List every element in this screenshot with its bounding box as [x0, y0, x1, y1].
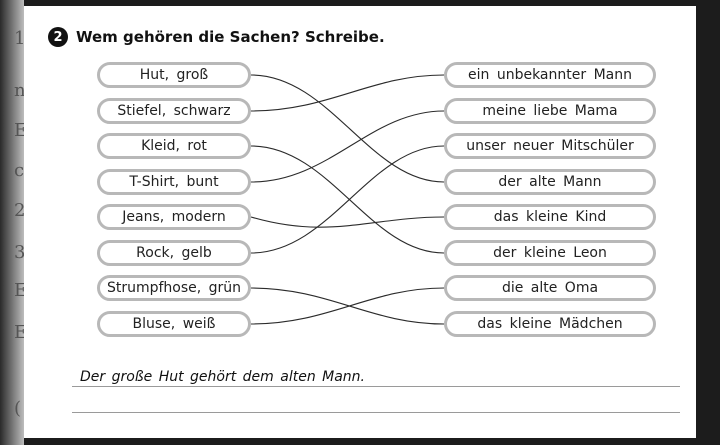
- answer-rule-1: [72, 386, 680, 387]
- left-item-1: Hut, groß: [97, 62, 251, 88]
- answer-rule-2: [72, 412, 680, 413]
- left-item-6: Rock, gelb: [97, 240, 251, 266]
- ghost-char: 1: [14, 28, 26, 49]
- ghost-char: c: [14, 160, 25, 181]
- ghost-char: E: [14, 322, 28, 343]
- ghost-char: 3: [14, 242, 26, 263]
- right-item-8: das kleine Mädchen: [444, 311, 656, 337]
- exercise-number-badge: 2: [48, 27, 68, 47]
- ghost-char: E: [14, 280, 28, 301]
- right-item-7: die alte Oma: [444, 275, 656, 301]
- right-item-1: ein unbekannter Mann: [444, 62, 656, 88]
- background-page-edge: 1 n E c 2 3 E E (: [0, 0, 28, 445]
- ghost-char: n: [14, 80, 26, 101]
- right-item-5: das kleine Kind: [444, 204, 656, 230]
- exercise-header: 2 Wem gehören die Sachen? Schreibe.: [48, 26, 385, 48]
- left-item-3: Kleid, rot: [97, 133, 251, 159]
- right-item-2: meine liebe Mama: [444, 98, 656, 124]
- left-item-2: Stiefel, schwarz: [97, 98, 251, 124]
- left-item-7: Strumpfhose, grün: [97, 275, 251, 301]
- ghost-char: 2: [14, 200, 26, 221]
- right-item-6: der kleine Leon: [444, 240, 656, 266]
- ghost-char: E: [14, 120, 28, 141]
- left-item-4: T-Shirt, bunt: [97, 169, 251, 195]
- answer-sentence: Der große Hut gehört dem alten Mann.: [80, 369, 365, 385]
- ghost-char: (: [14, 398, 22, 419]
- left-item-5: Jeans, modern: [97, 204, 251, 230]
- right-item-3: unser neuer Mitschüler: [444, 133, 656, 159]
- left-item-8: Bluse, weiß: [97, 311, 251, 337]
- exercise-title: Wem gehören die Sachen? Schreibe.: [76, 28, 385, 46]
- right-item-4: der alte Mann: [444, 169, 656, 195]
